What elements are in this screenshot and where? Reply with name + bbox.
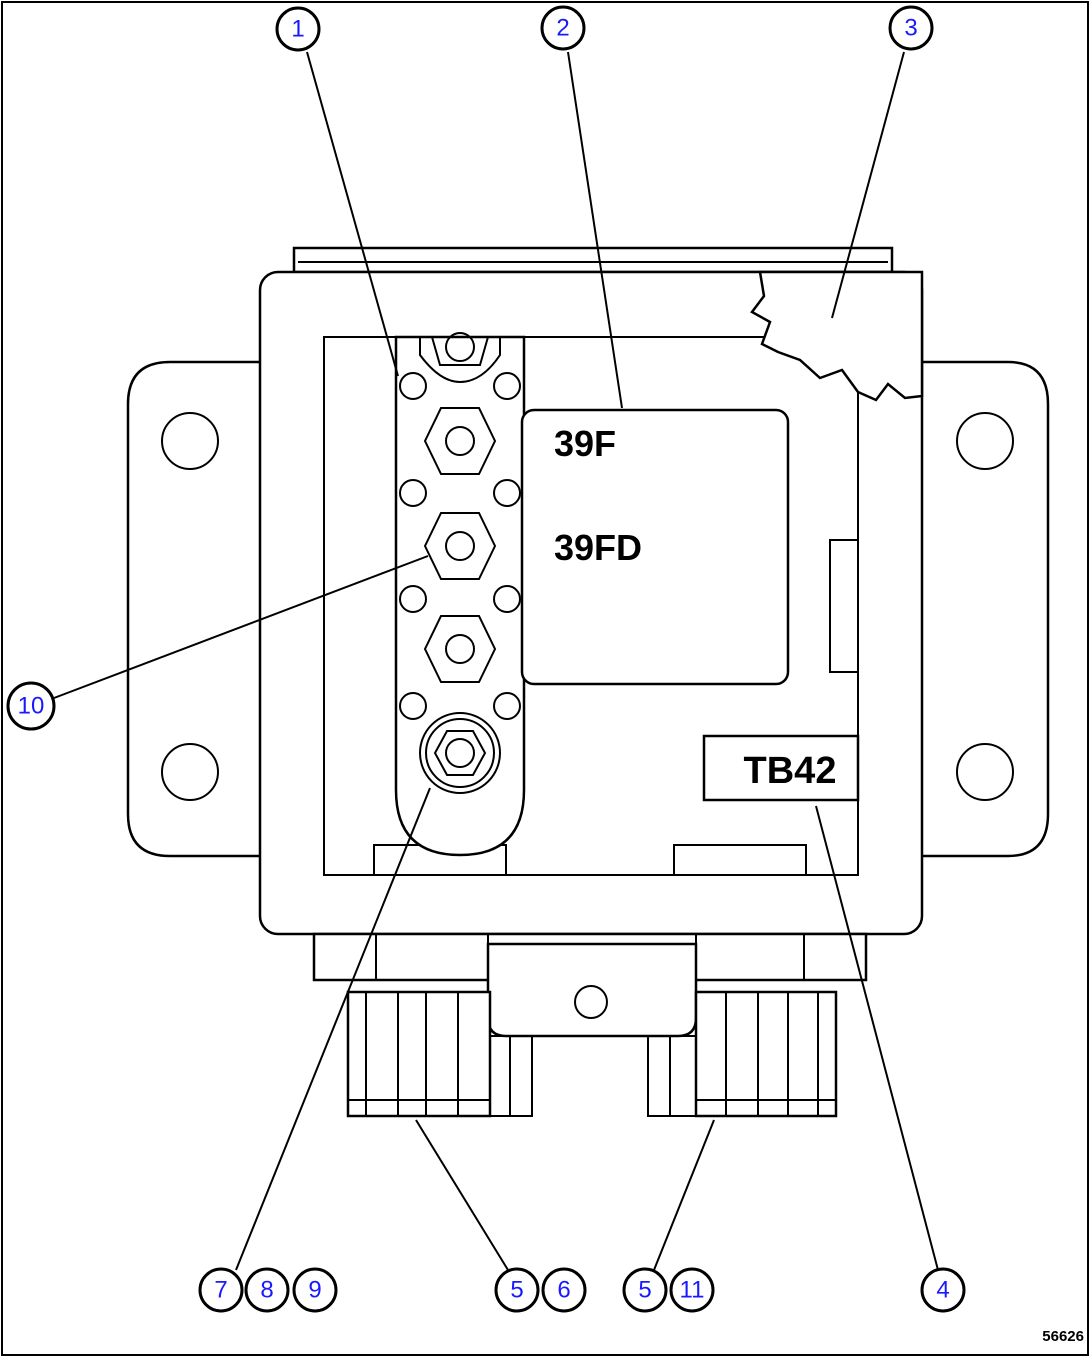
side-slot (829, 539, 859, 673)
cover-lid-edge (292, 246, 894, 274)
right-connector (647, 990, 838, 1118)
svg-text:1: 1 (291, 16, 304, 43)
svg-text:2: 2 (556, 15, 569, 42)
callout-11: 11 (669, 1267, 715, 1313)
right-mounting-flange (918, 360, 1050, 858)
label-plate (520, 408, 790, 686)
figure-id: 56626 (1042, 1328, 1084, 1345)
callout-2: 2 (540, 5, 586, 51)
callout-3: 3 (888, 5, 934, 51)
callout-10: 10 (6, 681, 56, 731)
block-label: TB42 (744, 750, 837, 792)
svg-text:10: 10 (18, 693, 45, 720)
bottom-tab-right (673, 844, 807, 876)
callout-6: 6 (541, 1267, 587, 1313)
wire-label-39f: 39F (554, 423, 616, 464)
leader-lines (53, 51, 939, 1271)
housing-bottom (312, 932, 868, 1038)
callout-8: 8 (244, 1267, 290, 1313)
svg-text:3: 3 (904, 15, 917, 42)
svg-text:4: 4 (936, 1277, 949, 1304)
block-tag (702, 734, 860, 802)
svg-text:9: 9 (308, 1277, 321, 1304)
wire-label-39fd: 39FD (554, 527, 642, 568)
callout-7: 7 (198, 1267, 244, 1313)
svg-text:6: 6 (557, 1277, 570, 1304)
svg-text:11: 11 (680, 1277, 705, 1304)
svg-text:8: 8 (260, 1277, 273, 1304)
broken-cover-section (750, 270, 924, 402)
callout-4: 4 (920, 1267, 966, 1313)
callout-5-left: 5 (494, 1267, 540, 1313)
left-connector (346, 990, 533, 1118)
svg-text:7: 7 (214, 1277, 227, 1304)
terminal-strip (394, 332, 526, 857)
svg-text:5: 5 (510, 1277, 523, 1304)
callout-9: 9 (292, 1267, 338, 1313)
svg-text:5: 5 (638, 1277, 651, 1304)
callout-1: 1 (275, 6, 321, 52)
left-mounting-flange (126, 360, 264, 858)
callout-5-right: 5 (622, 1267, 668, 1313)
